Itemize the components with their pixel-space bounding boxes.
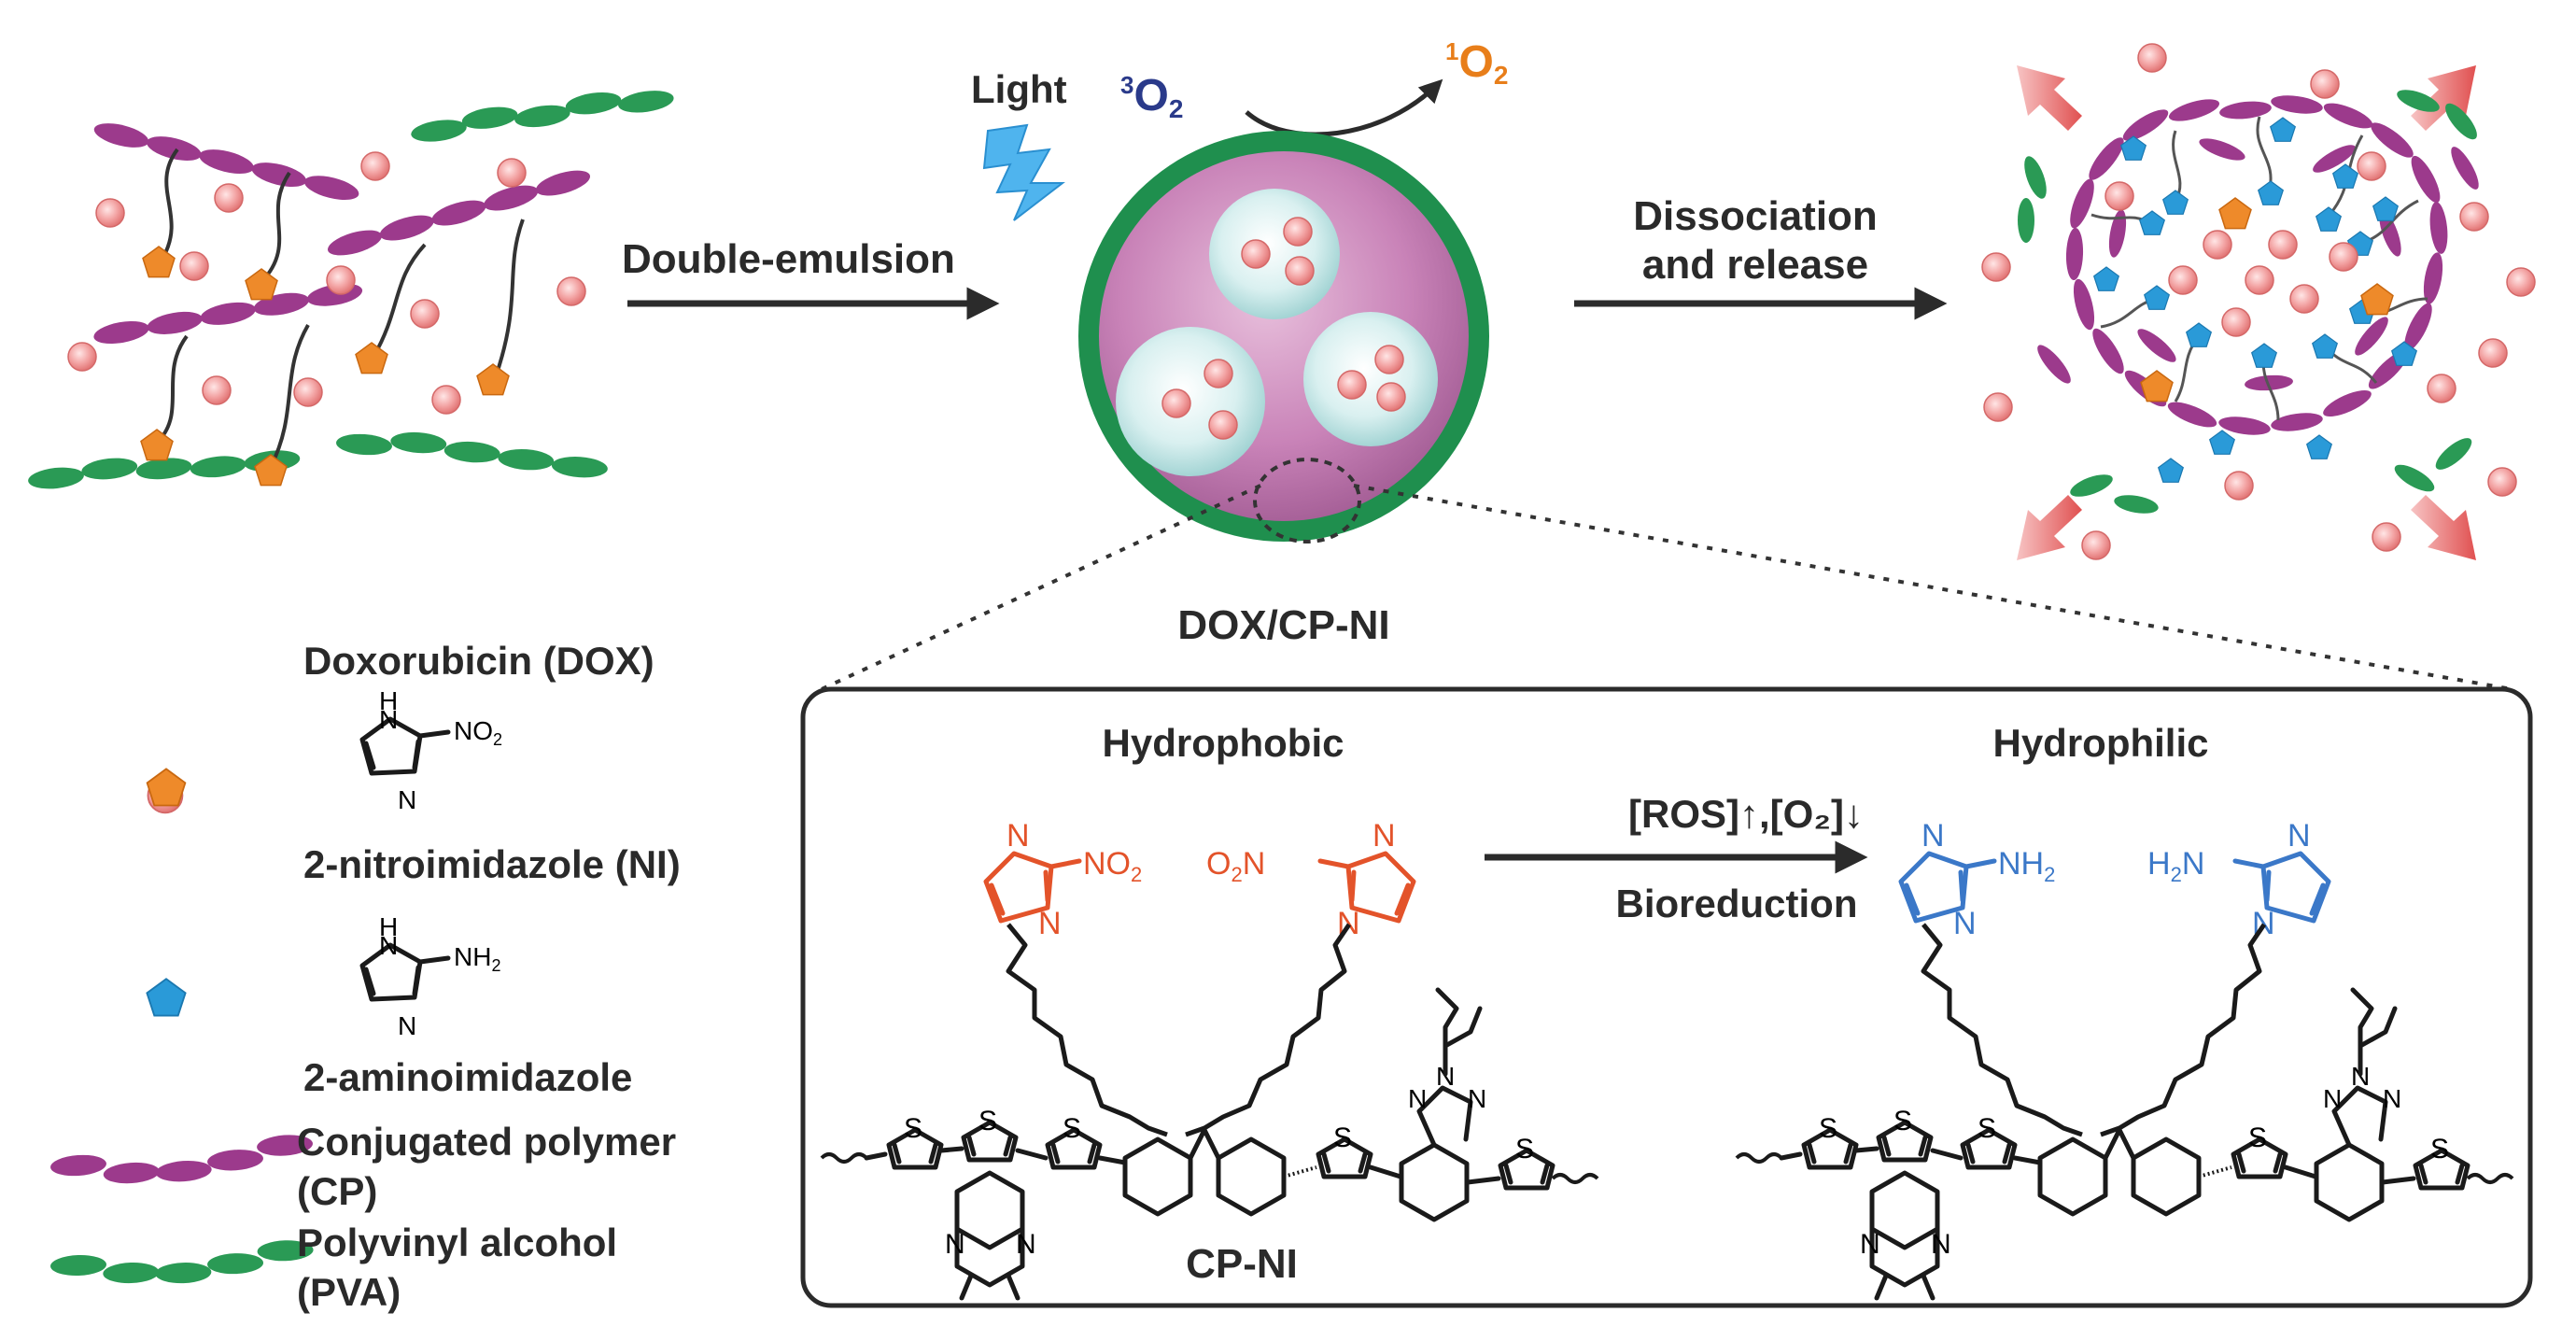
legend-ai-label: 2-aminoimidazole [303, 1055, 632, 1099]
svg-text:S: S [1063, 1113, 1081, 1144]
svg-text:NO2: NO2 [454, 716, 502, 749]
release-label: and release [1642, 242, 1868, 288]
cp-ai-backbone: S S N N S S N N N [1735, 987, 2514, 1301]
legend-pva-chain [50, 1240, 314, 1284]
svg-text:N: N [2383, 1084, 2401, 1113]
svg-text:N: N [1016, 1229, 1036, 1260]
condition-label: [ROS]↑,[O₂]↓ [1628, 792, 1864, 836]
polymer-name: CP-NI [1186, 1241, 1298, 1287]
svg-text:N: N [379, 931, 398, 960]
bioreduction-label: Bioreduction [1616, 882, 1858, 925]
triplet-oxygen: 3O2 [1120, 71, 1183, 123]
legend-cp-chain [50, 1135, 313, 1184]
svg-text:N: N [379, 705, 398, 734]
legend-cp-label-1: Conjugated polymer [297, 1120, 676, 1164]
svg-text:NH2: NH2 [1998, 846, 2055, 886]
ni-head-right: N N O2N [1206, 818, 1416, 941]
svg-text:S: S [1978, 1113, 1996, 1144]
double-emulsion-step: Double-emulsion [622, 236, 1000, 320]
legend-pva-label-2: (PVA) [297, 1270, 401, 1314]
svg-text:N: N [1921, 818, 1945, 854]
ai-head-right: N N H2N [2147, 818, 2331, 941]
svg-text:S: S [1515, 1134, 1534, 1165]
svg-text:O2N: O2N [1206, 846, 1265, 886]
svg-text:S: S [2430, 1134, 2449, 1165]
svg-text:N: N [1468, 1084, 1486, 1113]
dox-cp-ni-nanoparticle: DOX/CP-NI [1078, 131, 1489, 648]
hydrophilic-title: Hydrophilic [1992, 721, 2208, 765]
ni-head-left: N N NO2 [983, 818, 1142, 941]
legend-dox-label: Doxorubicin (DOX) [303, 639, 655, 683]
light-label: Light [971, 67, 1067, 111]
svg-text:S: S [1333, 1122, 1352, 1153]
svg-text:S: S [1819, 1113, 1837, 1144]
svg-text:NO2: NO2 [1083, 846, 1142, 886]
svg-text:N: N [945, 1229, 965, 1260]
svg-text:N: N [1006, 818, 1030, 854]
legend-cp-label-2: (CP) [297, 1169, 377, 1213]
cp-ni-backbone: S S N N S S N N N [820, 987, 1599, 1301]
dissociation-label: Dissociation [1633, 193, 1878, 239]
dissociation-step: Dissociation and release [1574, 193, 1948, 320]
svg-text:N: N [2323, 1084, 2342, 1113]
double-emulsion-label: Double-emulsion [622, 236, 955, 282]
svg-text:H: H [379, 912, 398, 941]
particle-label: DOX/CP-NI [1177, 602, 1389, 648]
svg-text:S: S [1893, 1106, 1912, 1136]
svg-text:N: N [1931, 1229, 1951, 1260]
legend: Doxorubicin (DOX) H N N NO2 2-nitroimida… [50, 639, 681, 1314]
svg-text:N: N [398, 1011, 416, 1040]
svg-text:N: N [2287, 818, 2311, 854]
svg-text:N: N [1436, 1062, 1455, 1091]
zoom-lines [821, 484, 2513, 691]
chemistry-inset: Hydrophobic Hydrophilic [ROS]↑,[O₂]↓ Bio… [800, 686, 2533, 1308]
svg-text:N: N [1372, 818, 1396, 854]
legend-ni-label: 2-nitroimidazole (NI) [303, 842, 681, 886]
svg-text:N: N [2351, 1062, 2370, 1091]
legend-ai-structure: H N N NH2 [359, 912, 500, 1040]
legend-ni-structure: H N N NO2 [359, 686, 502, 814]
svg-text:H: H [379, 686, 398, 715]
svg-text:S: S [904, 1113, 922, 1144]
svg-text:N: N [1038, 906, 1062, 941]
lightning-icon [982, 123, 1065, 221]
svg-text:N: N [1860, 1229, 1880, 1260]
ai-head-left: N N NH2 [1898, 818, 2055, 941]
svg-text:N: N [1953, 906, 1977, 941]
svg-text:H2N: H2N [2147, 846, 2204, 886]
hydrophobic-title: Hydrophobic [1103, 721, 1344, 765]
svg-text:S: S [2248, 1122, 2267, 1153]
dissociated-particle [1981, 43, 2536, 560]
svg-text:N: N [1408, 1084, 1427, 1113]
legend-pva-label-1: Polyvinyl alcohol [297, 1221, 617, 1264]
singlet-oxygen: 1O2 [1445, 37, 1508, 90]
svg-text:N: N [398, 785, 416, 814]
precursor-mixture [28, 91, 674, 489]
release-arrows [2017, 65, 2476, 560]
svg-text:S: S [978, 1106, 997, 1136]
svg-text:NH2: NH2 [454, 942, 500, 975]
conjugated-polymer-chains [93, 123, 591, 345]
light-oxygen: Light 3O2 1O2 [971, 37, 1508, 221]
